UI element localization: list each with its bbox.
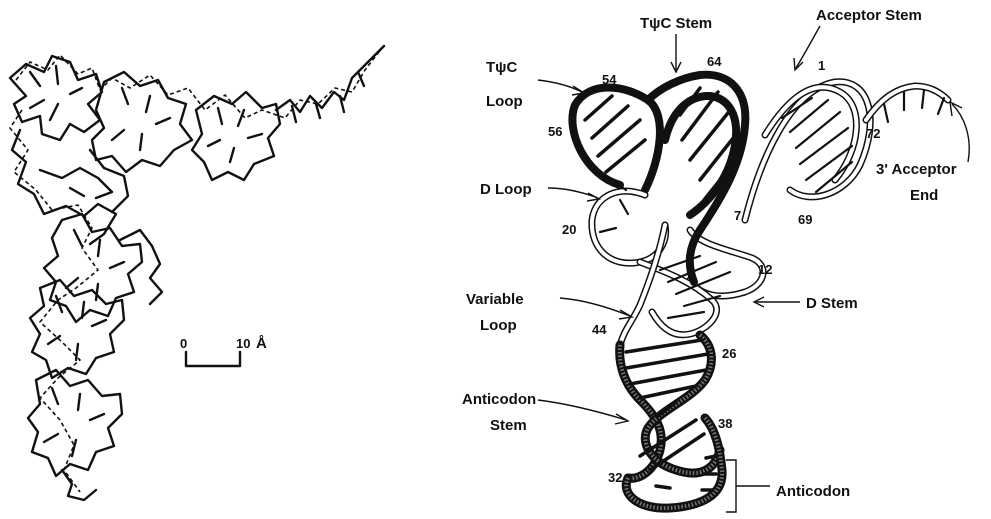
nucleotide-38: 38 bbox=[718, 416, 732, 431]
tpsic-loop-arrow bbox=[538, 80, 582, 92]
acceptor-tail-base bbox=[884, 104, 888, 122]
nucleotide-54: 54 bbox=[602, 72, 617, 87]
nucleotide-64: 64 bbox=[707, 54, 722, 69]
d-loop-label: D Loop bbox=[480, 181, 532, 198]
d-loop bbox=[592, 180, 666, 263]
anticodon-rung bbox=[626, 354, 708, 368]
acceptor-stem bbox=[745, 82, 870, 220]
tpsic-loop-label-line1: TψC bbox=[486, 59, 517, 76]
acceptor-tail-base bbox=[938, 98, 944, 114]
scale-bar-line bbox=[186, 352, 240, 366]
nucleotide-26: 26 bbox=[722, 346, 736, 361]
backbone-trace-panel bbox=[10, 46, 384, 500]
nucleotide-44: 44 bbox=[592, 322, 607, 337]
backbone-domain-right-arm bbox=[192, 92, 280, 180]
acceptor-tail-base bbox=[922, 90, 924, 108]
nucleotide-32: 32 bbox=[608, 470, 622, 485]
anticodon-stem-label-line1: Anticodon bbox=[462, 391, 536, 408]
backbone-domain-bottom bbox=[28, 370, 122, 476]
anticodon-base bbox=[656, 486, 670, 488]
anticodon-loop-ribbon bbox=[626, 418, 722, 508]
backbone-domain-upper-middle bbox=[92, 72, 192, 172]
anticodon-label: Anticodon bbox=[776, 483, 850, 500]
anticodon-stem-arrow bbox=[538, 400, 626, 420]
scale-bar-zero: 0 bbox=[180, 336, 187, 351]
acceptor-stem-label: Acceptor Stem bbox=[816, 7, 922, 24]
nucleotide-12: 12 bbox=[758, 262, 772, 277]
acceptor-end-label-line2: End bbox=[910, 187, 938, 204]
scale-bar-unit: Å bbox=[256, 335, 267, 352]
scale-bar-ten: 10 bbox=[236, 336, 250, 351]
tpsic-stem-label: TψC Stem bbox=[640, 15, 712, 32]
nucleotide-72: 72 bbox=[866, 126, 880, 141]
anticodon-base bbox=[706, 456, 716, 458]
backbone-acceptor-tail-ticks bbox=[292, 72, 364, 122]
acceptor-rung bbox=[796, 112, 840, 148]
backbone-domain-lower-middle-ticks bbox=[48, 296, 106, 360]
nucleotide-69: 69 bbox=[798, 212, 812, 227]
nucleotide-56: 56 bbox=[548, 124, 562, 139]
nucleotide-1: 1 bbox=[818, 58, 825, 73]
variable-loop-arrow bbox=[560, 298, 630, 316]
d-loop-base bbox=[620, 200, 628, 214]
anticodon-rung bbox=[626, 340, 702, 352]
d-loop-arrow bbox=[548, 188, 598, 198]
nucleotide-7: 7 bbox=[734, 208, 741, 223]
backbone-domain-right-arm-ticks bbox=[208, 108, 262, 162]
acceptor-stem-arrow bbox=[796, 26, 820, 68]
variable-loop-label-line2: Loop bbox=[480, 317, 517, 334]
scale-bar: 0 10 Å bbox=[180, 335, 267, 366]
acceptor-end-label-line1: 3' Acceptor bbox=[876, 161, 957, 178]
acceptor-end-arrow bbox=[952, 104, 969, 162]
tpsic-loop-label-line2: Loop bbox=[486, 93, 523, 110]
backbone-domain-bottom-ticks bbox=[44, 388, 104, 456]
tpsic-rung bbox=[585, 96, 612, 120]
d-stem-rung bbox=[668, 312, 704, 318]
variable-loop-label-line1: Variable bbox=[466, 291, 524, 308]
anticodon-rung bbox=[630, 370, 706, 384]
backbone-domain-upper-middle-ticks bbox=[112, 88, 170, 150]
backbone-acceptor-tail bbox=[276, 46, 384, 112]
acceptor-rung bbox=[800, 128, 848, 164]
acceptor-tail-ribbon-fill bbox=[866, 86, 948, 120]
acceptor-end-tail bbox=[866, 86, 948, 122]
anticodon-stem bbox=[620, 335, 722, 508]
anticodon-stem-label-line2: Stem bbox=[490, 417, 527, 434]
nucleotide-20: 20 bbox=[562, 222, 576, 237]
ribbon-diagram-panel: TψC Stem Acceptor Stem TψC Loop D Loop V… bbox=[462, 7, 969, 512]
anticodon-bracket bbox=[726, 460, 770, 512]
backbone-left-column bbox=[12, 130, 116, 244]
tpsic-rung bbox=[690, 108, 732, 160]
d-loop-base bbox=[600, 228, 616, 232]
d-stem-label: D Stem bbox=[806, 295, 858, 312]
backbone-d-stem-side bbox=[120, 230, 162, 304]
